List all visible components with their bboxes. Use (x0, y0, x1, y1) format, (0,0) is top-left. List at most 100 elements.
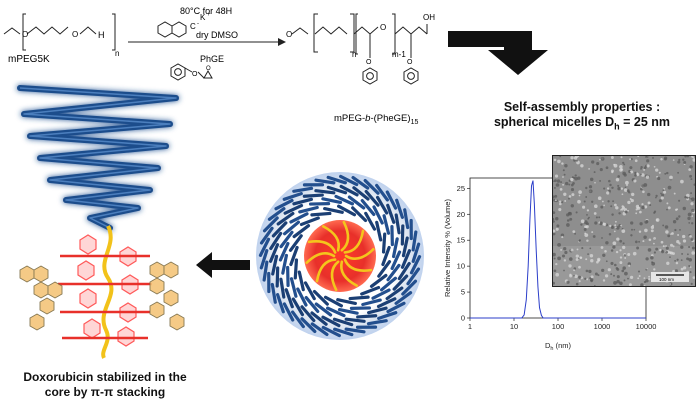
tem-particle (666, 208, 668, 211)
tem-particle (648, 277, 651, 281)
tem-particle (583, 200, 586, 203)
peg-rod (372, 205, 384, 225)
peg-rod (312, 289, 329, 306)
tem-particle (682, 206, 687, 211)
tem-particle (661, 249, 664, 252)
tem-particle (627, 252, 631, 257)
peg-rod (361, 298, 382, 307)
tem-particle (678, 215, 681, 218)
tem-particle (574, 177, 578, 181)
peg-rod (262, 216, 279, 233)
tem-particle (554, 194, 558, 198)
tem-particle (587, 217, 590, 220)
tem-particle (651, 261, 654, 264)
tem-particle (664, 225, 669, 229)
y-tick-label: 0 (461, 314, 465, 323)
tem-particle (627, 200, 631, 205)
left-arrow-svg (196, 252, 250, 278)
tem-particle (656, 175, 659, 178)
peg-rod (310, 311, 328, 326)
tem-particle (619, 165, 623, 169)
peg-coil (17, 85, 179, 231)
tem-particle (590, 259, 594, 263)
tem-particle (635, 204, 640, 209)
tem-particle (568, 195, 572, 198)
tem-particle (577, 156, 580, 158)
tem-particle (586, 209, 590, 212)
tem-particle (645, 175, 650, 179)
peg-rod (385, 190, 398, 210)
tem-particle (573, 274, 575, 277)
condition-temperature: 80°C for 48H (180, 6, 232, 16)
peg-rod (300, 305, 316, 323)
peg-rod (304, 295, 320, 313)
tem-particle (584, 232, 587, 235)
tem-particle (620, 224, 623, 227)
tem-particle (563, 173, 566, 176)
product-m-label: m-1 (392, 50, 406, 59)
tem-particle (635, 212, 638, 215)
tem-particle (602, 253, 606, 257)
peg-rod (360, 285, 381, 296)
y-tick-label: 5 (461, 288, 465, 297)
tem-particle (599, 168, 603, 172)
tem-particle (663, 156, 668, 160)
tem-particle (575, 282, 579, 286)
hydrophobic-chain (343, 258, 373, 272)
tem-particle (667, 206, 671, 210)
tem-particle (620, 156, 623, 159)
tem-particle (653, 210, 657, 213)
tem-particle (662, 245, 665, 248)
tem-particle (594, 181, 596, 184)
tem-particle (563, 259, 567, 262)
tem-particle (610, 273, 613, 276)
tem-particle (580, 223, 583, 226)
tem-particle (634, 159, 638, 163)
tem-particle (632, 251, 637, 256)
peg-rod (289, 277, 298, 298)
peg-rod (409, 255, 422, 275)
tem-particle (623, 173, 627, 177)
tem-particle (553, 211, 556, 214)
tem-particle (633, 228, 636, 231)
tem-particle (569, 273, 572, 276)
tem-particle (606, 187, 610, 190)
tem-particle (611, 171, 614, 174)
tem-particle (553, 269, 557, 273)
tem-particle (559, 188, 563, 191)
y-tick-label: 15 (457, 236, 465, 245)
tem-particle (588, 189, 593, 194)
tem-particle (594, 204, 598, 208)
tem-particle (660, 158, 663, 161)
tem-particle (600, 205, 604, 209)
peg-rod (291, 310, 305, 329)
tem-particle (630, 234, 633, 237)
tem-particle (667, 185, 672, 190)
tem-particle (680, 259, 683, 261)
tem-particle (558, 202, 562, 206)
tem-particle (619, 168, 623, 172)
tem-particle (588, 269, 592, 274)
tem-particle (686, 193, 690, 198)
tem-particle (657, 176, 661, 181)
tem-particle (626, 189, 630, 192)
y-tick-label: 20 (457, 210, 465, 219)
x-axis-label: Dh (nm) (545, 341, 571, 352)
tem-particle (619, 249, 622, 252)
tem-particle (563, 247, 567, 251)
pi-stacking-lines (58, 254, 152, 340)
tem-particle (629, 275, 634, 280)
peg-rod (376, 297, 397, 309)
tem-particle (612, 245, 616, 249)
tem-particle (669, 283, 671, 285)
reaction-drawing: O O H n mPEG5K 80°C for 48H C - K + dry … (3, 6, 548, 126)
tem-particle (623, 163, 626, 166)
tem-particle (630, 221, 634, 225)
peg-rod (363, 178, 380, 195)
tem-particle (628, 283, 632, 286)
tem-particle (554, 174, 559, 178)
tem-particle (560, 248, 563, 251)
tem-particle (558, 208, 562, 212)
solvent-label: dry DMSO (196, 30, 238, 40)
tem-particle (564, 200, 567, 202)
